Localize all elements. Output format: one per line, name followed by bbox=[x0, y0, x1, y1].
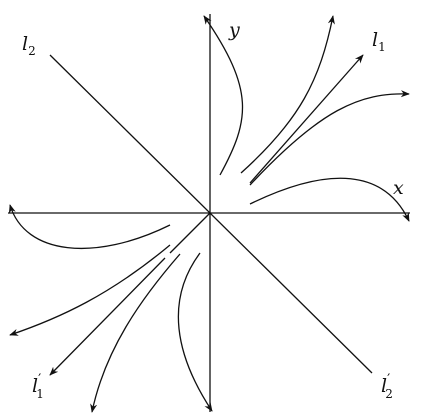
line-l1-arrow bbox=[249, 54, 364, 184]
trajectory-curve bbox=[177, 252, 213, 412]
trajectory-curve bbox=[249, 90, 410, 186]
line-l1-center bbox=[169, 212, 211, 254]
trajectory-curve bbox=[9, 244, 171, 336]
line-l1-prime-arrow bbox=[49, 257, 166, 376]
trajectory-curve bbox=[249, 177, 410, 222]
label-l1: l1 bbox=[372, 29, 386, 54]
label-l2: l2 bbox=[22, 33, 36, 58]
line-l2 bbox=[49, 54, 373, 374]
label-l2-prime: l′2 bbox=[381, 372, 393, 401]
trajectory-curve bbox=[203, 15, 244, 176]
x-axis-label: x bbox=[393, 177, 404, 199]
trajectory-curve bbox=[8, 204, 171, 249]
trajectory-curve bbox=[240, 15, 335, 174]
trajectory-curve bbox=[90, 253, 181, 413]
y-axis-label: y bbox=[228, 19, 240, 41]
label-l1-prime: l′1 bbox=[32, 372, 44, 401]
